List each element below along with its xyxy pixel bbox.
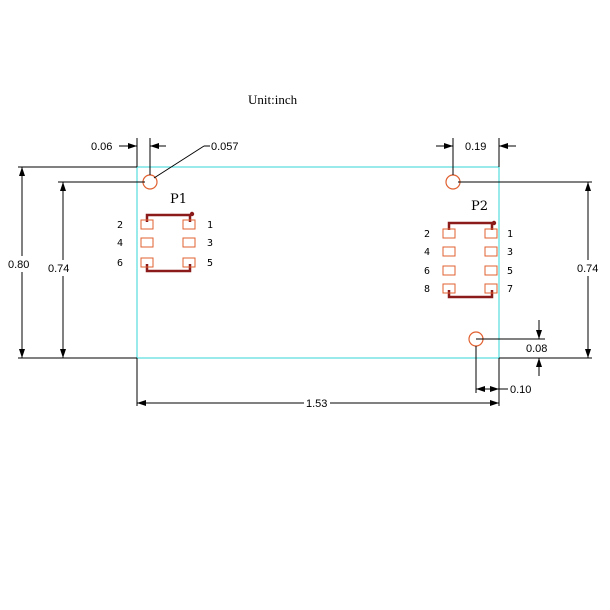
arrow-006-right (150, 143, 159, 149)
p2-pin-label: 8 (424, 284, 430, 295)
p2-pad-7 (484, 283, 498, 294)
mounting-hole-top-right (445, 174, 461, 190)
p1-pin-label: 2 (117, 220, 123, 231)
dim-label-bottom-hole-y: 0.08 (526, 343, 547, 355)
arrow-006-left (128, 143, 137, 149)
p1-pad-6 (140, 257, 154, 268)
p2-pin1-marker (491, 220, 497, 226)
board-outline (136, 166, 500, 359)
p1-pad-4 (140, 237, 154, 248)
dim-label-edge-left: 0.06 (91, 141, 112, 153)
arrowheads (19, 143, 591, 406)
arrow-width-left (137, 400, 146, 406)
dim-label-hole-diameter: 0.057 (211, 141, 239, 153)
p2-pin-label: 3 (507, 247, 513, 258)
arrow-019-left (444, 143, 453, 149)
dim-label-overall-height: 0.80 (8, 259, 29, 271)
p1-pin-label: 4 (117, 238, 123, 249)
p1-pad-2 (140, 219, 154, 230)
arrow-height-bottom (19, 349, 25, 358)
p2-pad-4 (442, 246, 456, 257)
arrow-width-right (490, 400, 499, 406)
connector-label-p1: P1 (170, 192, 187, 207)
p1-pin-label: 5 (207, 258, 213, 269)
arrow-019-right (499, 143, 508, 149)
p2-pad-5 (484, 265, 498, 276)
arrow-010-left (476, 386, 485, 392)
arrow-height-top (19, 167, 25, 176)
p1-pin-label: 6 (117, 258, 123, 269)
p2-pin-label: 6 (424, 266, 430, 277)
p1-pad-3 (182, 237, 196, 248)
connector-p2: P2 2 4 6 8 1 3 5 7 (424, 199, 513, 299)
arrow-hole-left-bottom (60, 349, 66, 358)
p2-pad-3 (484, 246, 498, 257)
dimension-lines (18, 138, 592, 406)
arrow-hole-right-bottom (585, 349, 591, 358)
p2-pad-2 (442, 228, 456, 239)
arrow-008-lower (536, 358, 542, 367)
dim-label-hole-spacing-right: 0.74 (577, 263, 598, 275)
arrow-hole-right-top (585, 182, 591, 191)
p2-pin-label: 1 (507, 229, 513, 240)
p1-pin-label: 3 (207, 238, 213, 249)
arrow-008-upper (536, 330, 542, 339)
p2-body-top (447, 221, 494, 230)
connector-label-p2: P2 (471, 199, 488, 214)
p2-pin-label: 2 (424, 229, 430, 240)
p1-pad-5 (182, 257, 196, 268)
arrow-hole-left-top (60, 182, 66, 191)
dim-label-bottom-hole-x: 0.10 (510, 384, 531, 396)
p1-body-top (145, 213, 192, 222)
p2-pad-1 (484, 228, 498, 239)
p2-pad-6 (442, 265, 456, 276)
p1-pin1-marker (189, 211, 195, 217)
p2-pad-8 (442, 283, 456, 294)
dim-label-overall-width: 1.53 (306, 398, 327, 410)
leader-hole-diameter (153, 145, 205, 179)
arrow-010-right (490, 386, 499, 392)
p2-pin-label: 5 (507, 266, 513, 277)
dim-label-hole-spacing-left: 0.74 (48, 263, 69, 275)
p1-pad-1 (182, 219, 196, 230)
unit-title: Unit:inch (248, 92, 298, 107)
dim-label-edge-right-top: 0.19 (465, 141, 486, 153)
p2-pin-label: 4 (424, 247, 430, 258)
p2-pin-label: 7 (507, 284, 513, 295)
connector-p1: P1 2 4 6 1 3 5 (117, 192, 213, 273)
p1-pin-label: 1 (207, 220, 213, 231)
